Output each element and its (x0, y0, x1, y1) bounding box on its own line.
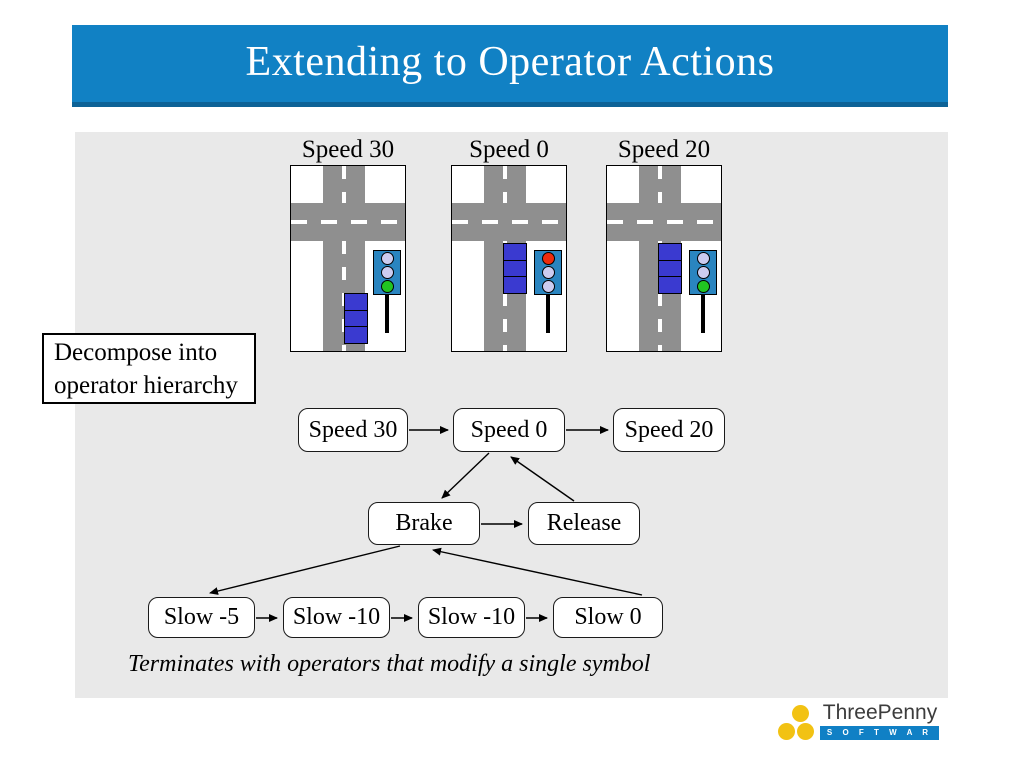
node-slow-10-a: Slow -10 (283, 597, 390, 638)
signal-pole (385, 295, 389, 333)
traffic-lamp (380, 280, 394, 293)
signal-pole (546, 295, 550, 333)
lane-dashes (291, 220, 405, 224)
logo-wordmark: ThreePenny (822, 701, 938, 724)
note-line-1: Decompose into (54, 339, 218, 366)
lane-dashes (452, 220, 566, 224)
traffic-lamp (541, 280, 555, 293)
traffic-light-icon (534, 250, 562, 295)
traffic-lamp (380, 266, 394, 279)
intersection-scene-speed20 (606, 165, 722, 352)
traffic-lamp (380, 252, 394, 265)
car-icon (503, 243, 527, 295)
intersection-scene-speed30 (290, 165, 406, 352)
traffic-lamp (696, 280, 710, 293)
lane-dashes (658, 241, 662, 351)
node-brake: Brake (368, 502, 480, 545)
slide-title-banner: Extending to Operator Actions (72, 25, 948, 107)
lane-dashes (607, 220, 721, 224)
logo-dot-icon (792, 705, 809, 722)
node-speed0: Speed 0 (453, 408, 565, 452)
traffic-lamp (696, 266, 710, 279)
intersection-scene-speed0 (451, 165, 567, 352)
note-box: Decompose into operator hierarchy (42, 333, 256, 404)
node-slow-5: Slow -5 (148, 597, 255, 638)
page-title: Extending to Operator Actions (245, 39, 775, 85)
lane-dashes (503, 241, 507, 351)
scene-label-speed20: Speed 20 (617, 136, 711, 163)
traffic-light-icon (689, 250, 717, 295)
scene-label-speed0: Speed 0 (469, 136, 549, 163)
lane-dashes (658, 166, 662, 203)
logo-software-bar: S O F T W A R E (820, 726, 939, 751)
node-release: Release (528, 502, 640, 545)
note-line-2: operator hierarchy (54, 372, 238, 399)
node-slow-10-b: Slow -10 (418, 597, 525, 638)
lane-dashes (503, 166, 507, 203)
scene-label-speed30: Speed 30 (301, 136, 395, 163)
logo-dot-icon (797, 723, 814, 740)
signal-pole (701, 295, 705, 333)
node-speed20: Speed 20 (613, 408, 725, 452)
traffic-lamp (541, 266, 555, 279)
car-icon (658, 243, 682, 295)
node-slow-0: Slow 0 (553, 597, 663, 638)
traffic-lamp (696, 252, 710, 265)
slide-caption: Terminates with operators that modify a … (128, 651, 651, 677)
lane-dashes (342, 166, 346, 203)
traffic-lamp (541, 252, 555, 265)
node-speed30: Speed 30 (298, 408, 408, 452)
traffic-light-icon (373, 250, 401, 295)
logo-dot-icon (778, 723, 795, 740)
car-icon (344, 293, 368, 345)
